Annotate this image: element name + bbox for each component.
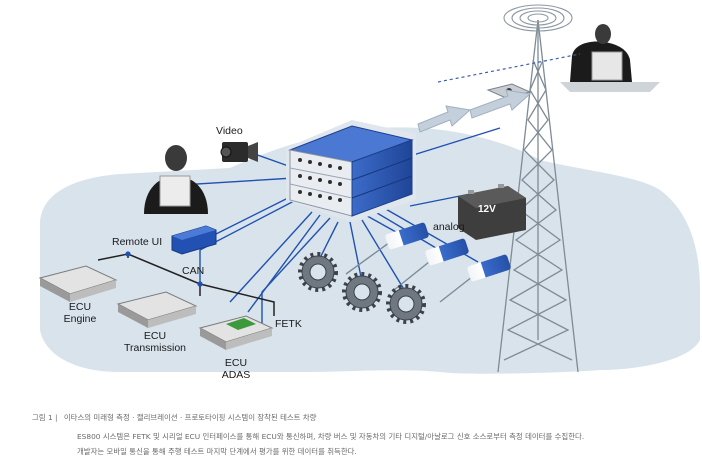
wireless-arrow: [417, 105, 472, 133]
battery-label: 12V: [478, 204, 496, 215]
gear-teeth: [298, 252, 426, 324]
remote-ui-device: [171, 225, 217, 255]
remote-ui-label: Remote UI: [112, 236, 163, 248]
figure-number: 그림 1 |: [32, 413, 58, 422]
video-label: Video: [216, 125, 243, 137]
remote-engineer: [560, 24, 660, 92]
can-label: CAN: [182, 265, 205, 277]
gear-icon: [345, 275, 379, 309]
video-camera-icon: [220, 142, 258, 162]
ecu-adas-label-line2: ADAS: [221, 369, 251, 381]
ecu-transmission-box: [116, 291, 198, 328]
ecu-engine-label-line1: ECU: [68, 301, 92, 313]
car-silhouette: [40, 127, 700, 374]
ecu-adas-box: [198, 315, 274, 350]
ecu-transmission-label-line1: ECU: [143, 330, 167, 342]
ecu-transmission-label: ECU Transmission: [122, 330, 188, 354]
figure-title: 이타스의 미래형 측정 · 캘리브레이션 · 프로토타이핑 시스템이 장착된 테…: [63, 413, 317, 422]
analog-sensor: [425, 238, 469, 266]
analog-sensor: [467, 254, 511, 282]
can-node: [125, 251, 131, 257]
wireless-arrow-right: [469, 89, 532, 119]
figure-caption-line1: ES800 시스템은 FETK 및 시리얼 ECU 인터페이스를 통해 ECU와…: [77, 432, 585, 441]
figure-caption-line2: 개발자는 모바일 통신을 통해 주행 테스트 마지막 단계에서 평가를 위한 데…: [77, 447, 357, 456]
es800-module-stack: [286, 120, 416, 222]
ecu-engine-label-line2: Engine: [63, 313, 97, 325]
radio-waves-icon: [503, 4, 573, 32]
fetk-label: FETK: [275, 318, 302, 330]
gear-icon: [301, 255, 335, 289]
ecu-engine-label: ECU Engine: [60, 301, 100, 325]
figure-caption-title: 그림 1 | 이타스의 미래형 측정 · 캘리브레이션 · 프로토타이핑 시스템…: [32, 413, 316, 423]
analog-sensor: [385, 222, 429, 250]
battery-icon: [458, 184, 526, 240]
ecu-engine-box: [38, 265, 118, 302]
mobile-link-dashed: [437, 53, 581, 83]
ecu-adas-label: ECU ADAS: [216, 357, 256, 381]
local-engineer: [144, 145, 208, 214]
ecu-transmission-label-line2: Transmission: [123, 342, 187, 354]
gear-icon: [389, 287, 423, 321]
ecu-adas-label-line1: ECU: [224, 357, 248, 369]
analog-label: analog: [433, 221, 465, 233]
can-node: [197, 281, 203, 287]
